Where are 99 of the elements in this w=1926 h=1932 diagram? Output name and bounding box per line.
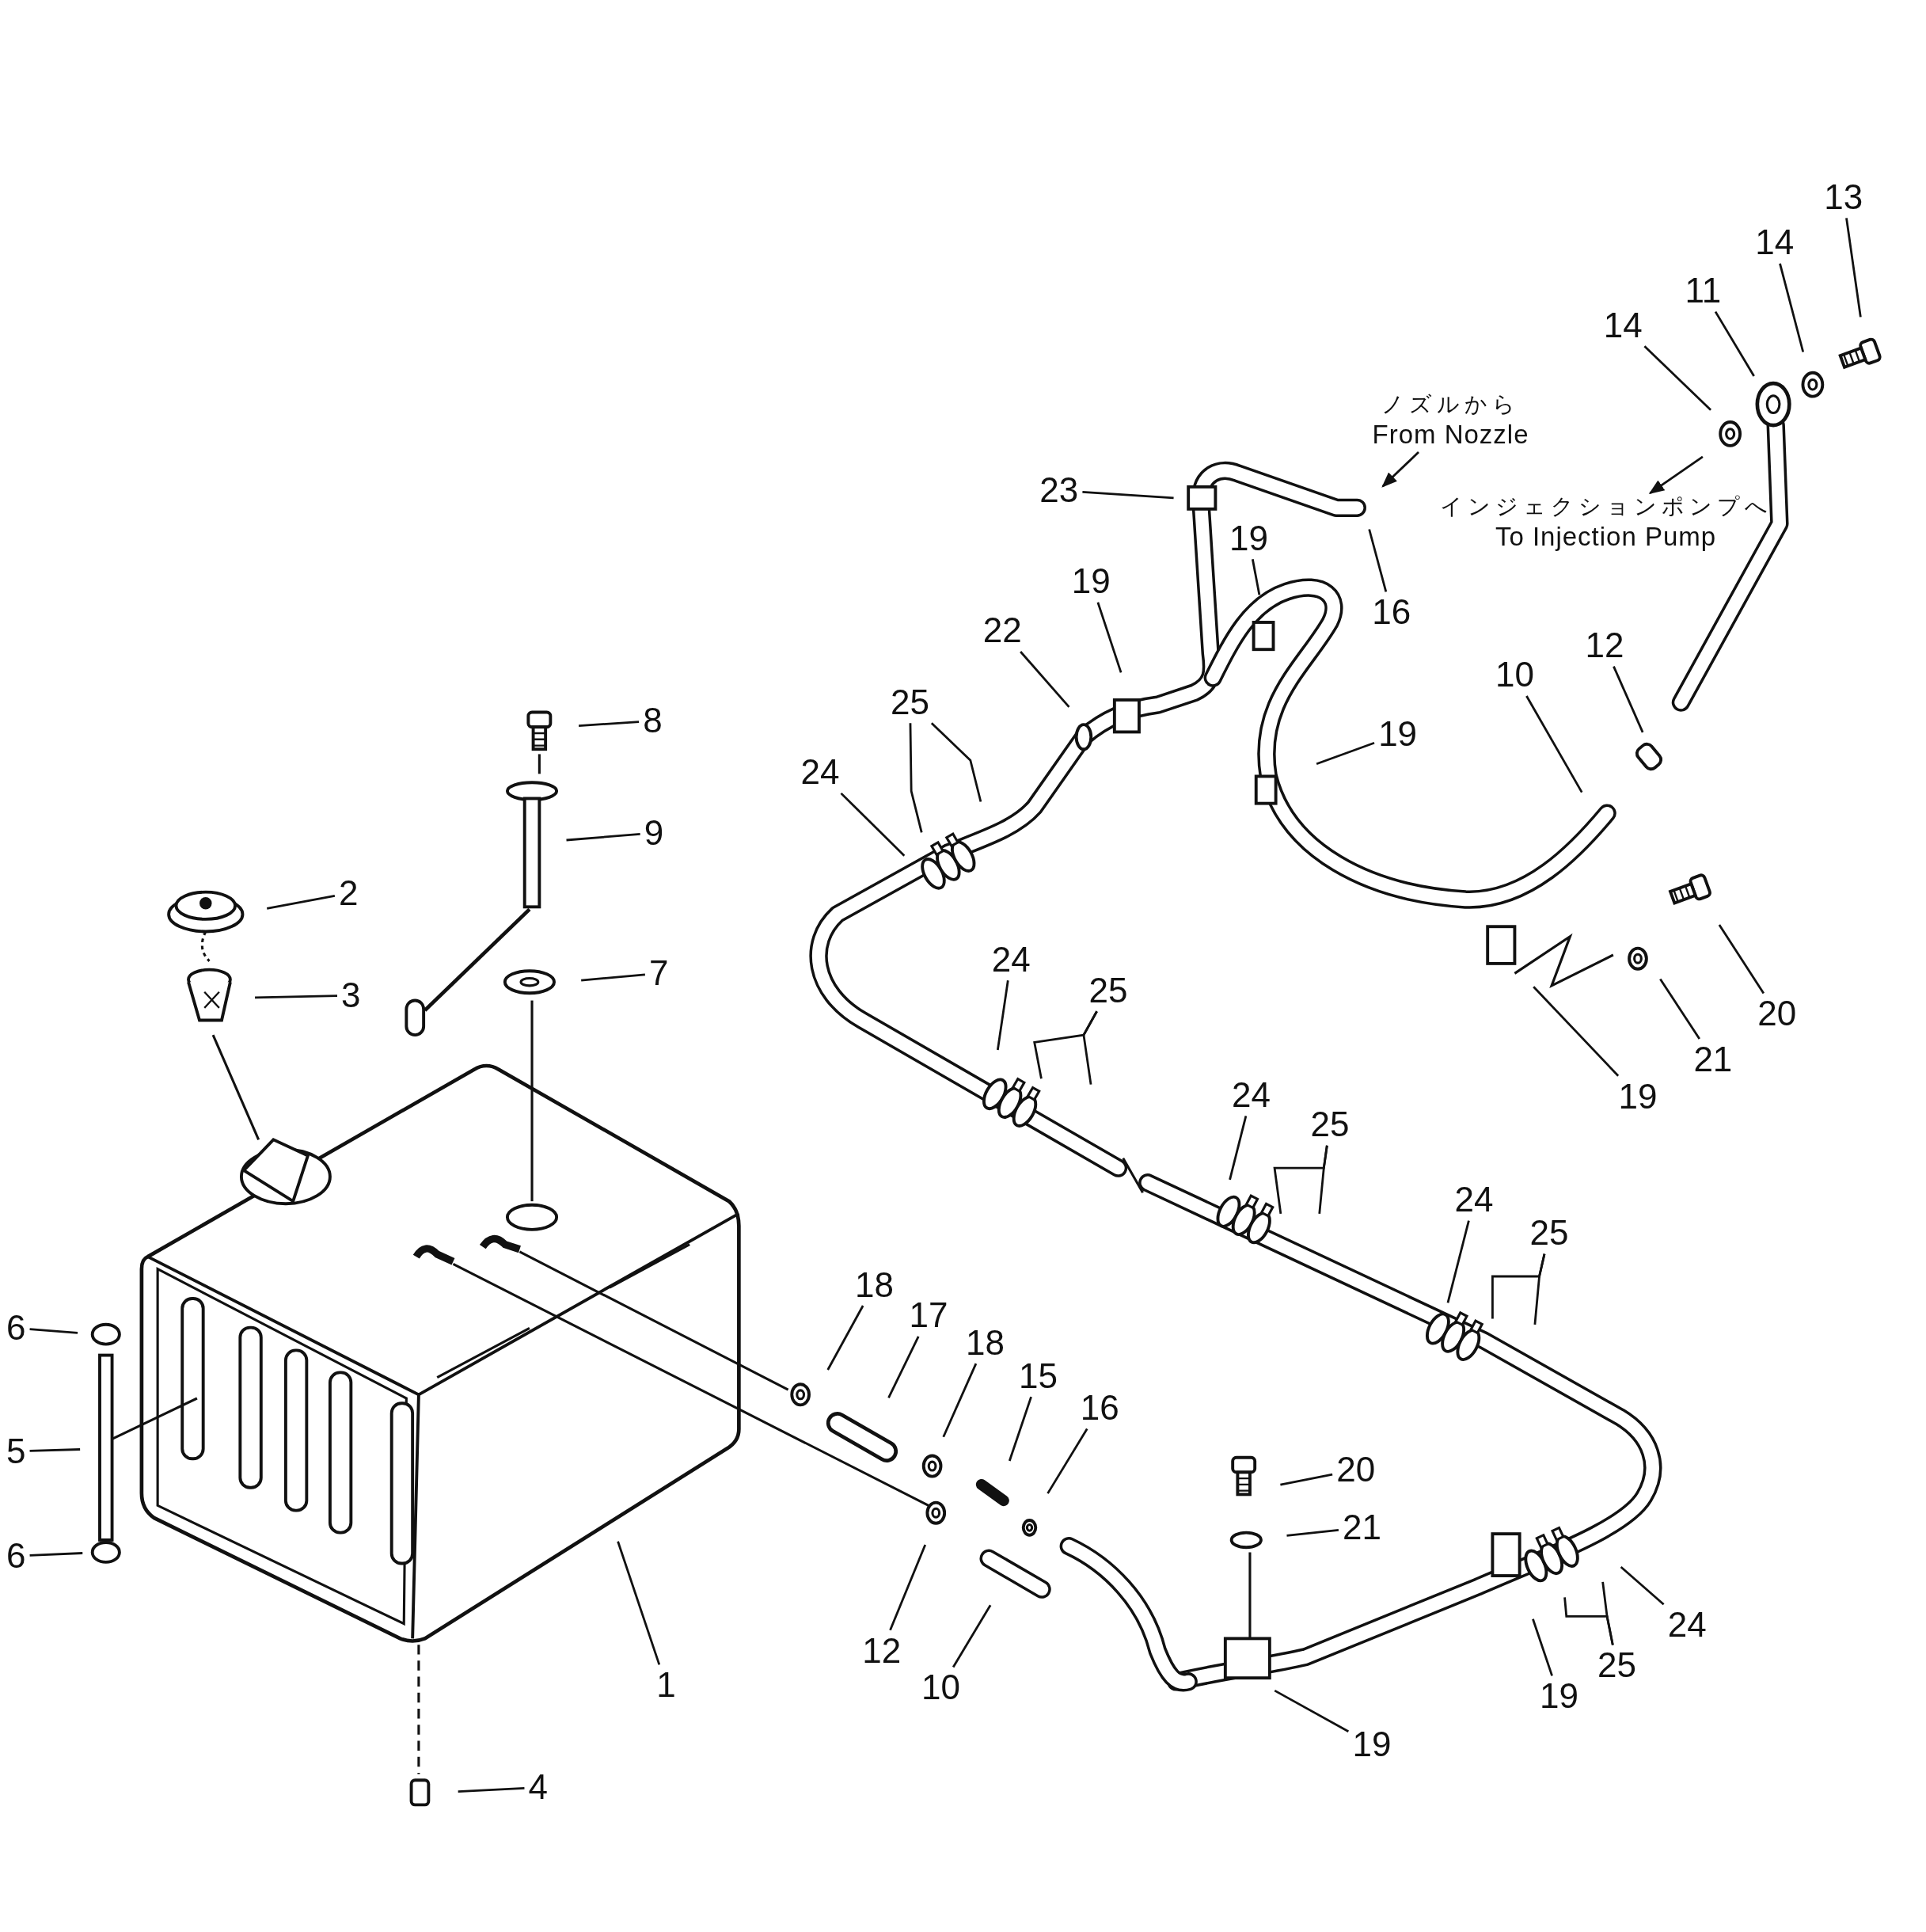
leader-line	[1491, 1253, 1546, 1319]
leader-line	[29, 1448, 81, 1452]
callout-number: 18	[964, 1324, 1006, 1361]
callout-number: 24	[1666, 1606, 1708, 1643]
leader-line	[1033, 1010, 1098, 1079]
callout-number: 25	[1528, 1215, 1571, 1252]
callout-number: 6	[5, 1309, 28, 1346]
leader-line	[1251, 559, 1261, 595]
callout-number: 4	[526, 1769, 550, 1806]
leader-line	[579, 721, 640, 728]
leader-line	[1718, 924, 1765, 995]
leader-line	[1714, 310, 1755, 377]
arrow	[1648, 455, 1704, 495]
callout-number: 3	[340, 976, 363, 1014]
leader-line	[1525, 695, 1583, 793]
leader-line	[909, 723, 923, 833]
callout-number: 25	[889, 683, 932, 721]
leader-line	[1273, 1145, 1328, 1215]
leader-line	[942, 1363, 978, 1438]
callout-number: 19	[1537, 1678, 1580, 1715]
callout-number: 19	[1377, 716, 1419, 753]
leader-line	[29, 1552, 83, 1557]
leader-line	[952, 1604, 992, 1668]
callout-number: 24	[1230, 1076, 1272, 1113]
leader-line	[1368, 529, 1388, 592]
leader-line	[29, 1328, 78, 1334]
leader-line	[458, 1787, 525, 1793]
leader-line	[1280, 1473, 1333, 1486]
callout-number: 25	[1309, 1106, 1351, 1143]
callout-number: 6	[5, 1537, 28, 1574]
callout-number: 12	[1583, 627, 1626, 664]
callout-number: 10	[1493, 656, 1536, 694]
callout-number: 2	[337, 874, 360, 911]
leader-line	[840, 792, 906, 857]
leader-line	[1229, 1116, 1248, 1181]
annotation-text: インジェクションポンプへ	[1439, 495, 1772, 520]
leader-line	[889, 1544, 927, 1631]
callout-number: 15	[1016, 1357, 1059, 1394]
callout-number: 19	[1227, 519, 1270, 557]
leader-line	[1096, 602, 1123, 673]
callout-number: 24	[990, 941, 1032, 978]
callout-number: 20	[1756, 995, 1799, 1033]
callout-number: 23	[1038, 472, 1081, 509]
leader-line	[1620, 1565, 1665, 1606]
leader-line	[1008, 1396, 1032, 1462]
leader-line	[996, 980, 1009, 1051]
callout-number: 13	[1822, 178, 1865, 215]
callout-number: 25	[1596, 1647, 1638, 1684]
leader-line	[1286, 1529, 1339, 1537]
leader-line	[255, 995, 337, 999]
leader-line	[1563, 1597, 1614, 1645]
leader-line	[581, 973, 646, 982]
callout-number: 10	[920, 1669, 962, 1706]
callout-number: 20	[1335, 1451, 1377, 1488]
callout-number: 14	[1601, 306, 1644, 344]
annotation-text: ノズルから	[1381, 393, 1520, 418]
leader-line	[1643, 345, 1712, 411]
leader-line	[617, 1541, 661, 1665]
arrow	[1381, 451, 1419, 488]
callout-number: 11	[1683, 272, 1723, 310]
annotation-text: From Nozzle	[1372, 420, 1529, 450]
leader-line	[566, 833, 640, 842]
callout-number: 19	[1069, 563, 1112, 600]
callout-number: 25	[1087, 972, 1130, 1009]
callout-number: 16	[1078, 1390, 1121, 1427]
leader-line	[1274, 1689, 1350, 1732]
leader-line	[1845, 218, 1862, 318]
leader-line	[1047, 1428, 1088, 1494]
callout-number: 12	[860, 1632, 903, 1669]
callout-number: 5	[5, 1432, 28, 1470]
leader-line	[1082, 491, 1174, 500]
callout-number: 21	[1341, 1508, 1383, 1546]
callout-number: 24	[1453, 1181, 1495, 1219]
leader-line	[887, 1336, 920, 1398]
annotation-text: To Injection Pump	[1495, 523, 1717, 552]
leader-line	[1316, 741, 1375, 765]
callout-number: 17	[907, 1297, 950, 1334]
leader-line	[1020, 651, 1070, 708]
callout-number: 21	[1692, 1040, 1734, 1078]
callout-number: 7	[648, 954, 670, 991]
leader-line	[1659, 978, 1700, 1040]
callout-number: 14	[1753, 224, 1796, 261]
callout-number: 8	[641, 702, 664, 740]
callout-number: 19	[1350, 1725, 1393, 1763]
leader-line	[266, 895, 336, 910]
callout-number: 19	[1616, 1078, 1659, 1115]
callout-number: 24	[799, 754, 841, 791]
callout-number: 1	[655, 1667, 678, 1704]
leader-line	[1533, 986, 1620, 1077]
callout-number: 16	[1370, 594, 1413, 631]
leader-line	[1446, 1220, 1470, 1303]
callout-number: 22	[981, 612, 1024, 649]
callout-number: 9	[642, 814, 666, 851]
leader-line	[1613, 666, 1644, 733]
leader-line	[1779, 263, 1805, 352]
callout-number: 18	[853, 1266, 895, 1303]
leader-line	[930, 722, 982, 802]
leader-line	[1532, 1618, 1553, 1676]
leader-line	[826, 1305, 864, 1371]
